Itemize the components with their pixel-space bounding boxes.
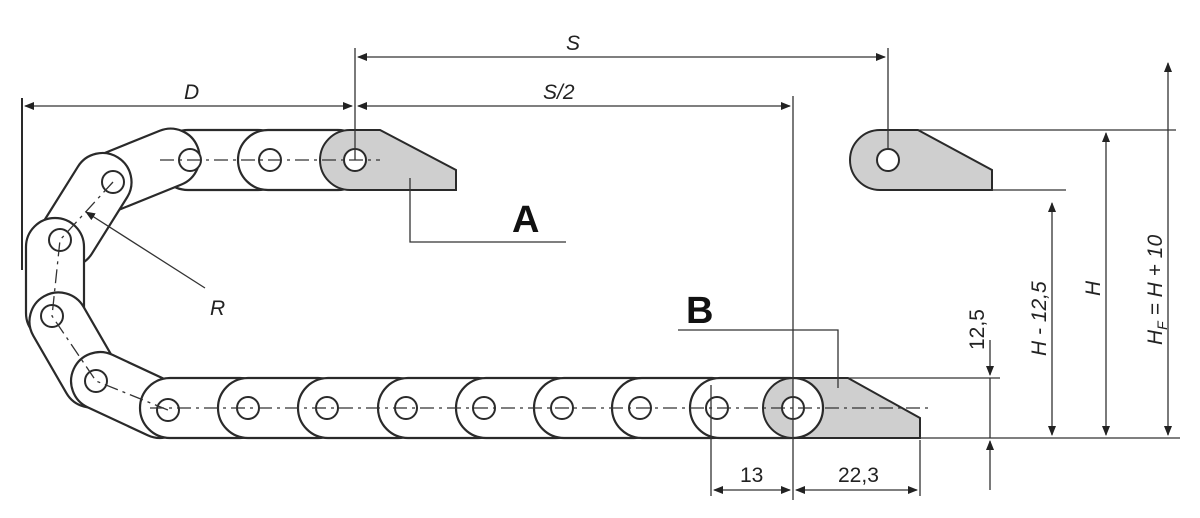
- label-s-half: S/2: [543, 81, 575, 104]
- dimension-s-half: S/2: [357, 81, 794, 500]
- upper-right-bracket: [849, 129, 993, 191]
- label-13: 13: [740, 464, 763, 487]
- label-a: A: [512, 199, 539, 241]
- radius-r: R: [85, 211, 225, 320]
- center-lines: [51, 159, 930, 411]
- pivot-hole: [48, 228, 72, 252]
- callout-a: A: [409, 178, 566, 243]
- dimension-s: S: [354, 32, 889, 160]
- label-r: R: [210, 297, 225, 320]
- label-b: B: [686, 290, 713, 332]
- upper-moving-bracket: [319, 129, 457, 191]
- label-h-minus: H - 12,5: [1028, 281, 1051, 356]
- label-h: H: [1082, 280, 1105, 296]
- dimension-h-minus: H - 12,5: [1028, 202, 1056, 436]
- label-d: D: [184, 81, 199, 104]
- label-22-3: 22,3: [838, 464, 879, 487]
- dimension-13: 13: [710, 385, 791, 496]
- label-hf: HF = H + 10: [1144, 235, 1170, 345]
- pivot-hole: [156, 398, 180, 422]
- dimension-22-3: 22,3: [795, 440, 921, 496]
- dimension-hf: HF = H + 10: [1144, 62, 1172, 436]
- dimension-12-5: 12,5: [966, 309, 994, 490]
- callout-b: B: [678, 290, 839, 388]
- pivot-hole: [84, 369, 108, 393]
- dimension-d: D: [21, 81, 353, 270]
- label-12-5: 12,5: [966, 309, 989, 350]
- pivot-hole: [876, 148, 900, 172]
- dimension-h: H: [1082, 132, 1110, 436]
- reference-lines: [848, 129, 1180, 439]
- label-s: S: [566, 32, 580, 55]
